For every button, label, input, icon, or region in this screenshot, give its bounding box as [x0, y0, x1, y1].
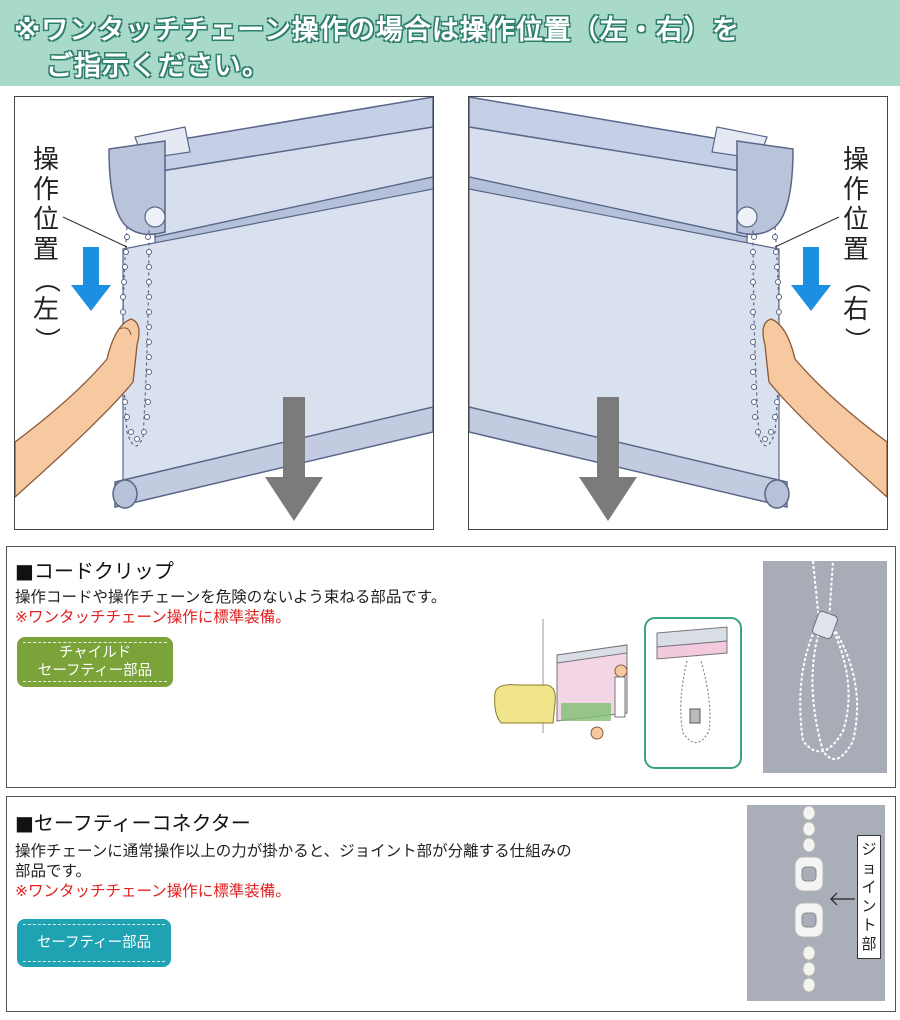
operation-position-label-left: 操 作 位 置 （ 左 ）	[31, 145, 61, 353]
header-banner: ※ワンタッチチェーン操作の場合は操作位置（左・右）を ご指示ください。	[0, 0, 900, 86]
cord-clip-photo	[763, 561, 887, 773]
safety-connector-description-1: 操作チェーンに通常操作以上の力が掛かると、ジョイント部が分離する仕組みの	[15, 842, 572, 860]
cord-clip-description: 操作コードや操作チェーンを危険のないよう束ねる部品です。	[15, 588, 447, 606]
room-usage-illustration	[494, 617, 742, 769]
safety-connector-note: ※ワンタッチチェーン操作に標準装備。	[15, 882, 291, 900]
child-safety-badge: チャイルド セーフティー部品	[17, 637, 173, 687]
joint-part-label: ジ ョ イ ン ト 部	[857, 835, 881, 959]
right-operation-illustration: 操 作 位 置 （ 右 ）	[468, 96, 888, 530]
cord-clip-title: ■コードクリップ	[15, 559, 174, 583]
safety-connector-title: ■セーフティーコネクター	[15, 811, 251, 835]
banner-line-2: ご指示ください。	[46, 51, 270, 82]
operation-position-label-right: 操 作 位 置 （ 右 ）	[841, 145, 871, 353]
safety-badge: セーフティー部品	[17, 919, 171, 967]
cord-clip-note: ※ワンタッチチェーン操作に標準装備。	[15, 608, 291, 626]
cord-clip-section: ■コードクリップ 操作コードや操作チェーンを危険のないよう束ねる部品です。 ※ワ…	[6, 546, 896, 788]
left-operation-illustration: 操 作 位 置 （ 左 ）	[14, 96, 434, 530]
safety-connector-photo: ジ ョ イ ン ト 部	[747, 805, 885, 1001]
safety-connector-section: ■セーフティーコネクター 操作チェーンに通常操作以上の力が掛かると、ジョイント部…	[6, 796, 896, 1012]
banner-line-1: ※ワンタッチチェーン操作の場合は操作位置（左・右）を	[14, 15, 740, 46]
safety-connector-description-2: 部品です。	[15, 862, 91, 880]
